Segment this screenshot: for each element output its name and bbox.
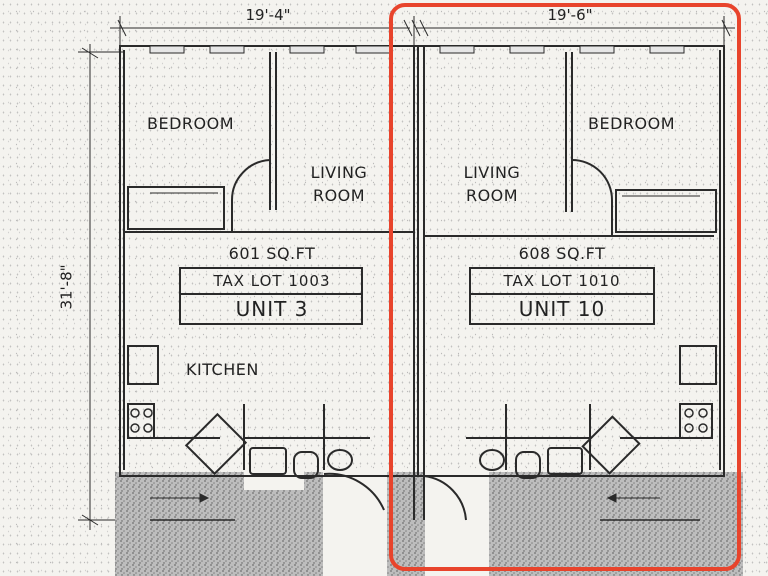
left-unit-number: UNIT 3	[235, 297, 309, 321]
right-area-label: 608 SQ.FT	[518, 244, 606, 263]
right-tax-lot-label: TAX LOT 1010	[503, 272, 621, 290]
right-width-dimension: 19'-6"	[547, 6, 593, 24]
left-area-label: 601 SQ.FT	[228, 244, 316, 263]
stove-burners	[130, 408, 708, 433]
stair-arrows	[150, 493, 700, 521]
top-dimension-lines	[110, 16, 735, 46]
windows	[149, 45, 685, 54]
right-unit-walls	[423, 52, 717, 521]
left-dimension-line	[78, 44, 124, 530]
right-living-label-line1: LIVING	[463, 163, 521, 182]
kitchen-label: KITCHEN	[186, 360, 259, 379]
unit-label-boxes	[179, 267, 655, 325]
left-width-dimension: 19'-4"	[245, 6, 291, 24]
left-tax-lot-label: TAX LOT 1003	[213, 272, 331, 290]
right-living-label-line2: ROOM	[465, 186, 519, 205]
right-bedroom-label: BEDROOM	[588, 114, 676, 133]
exterior-walls	[119, 45, 725, 520]
depth-dimension: 31'-8"	[57, 264, 76, 310]
left-living-label-line1: LIVING	[310, 163, 368, 182]
left-bedroom-label: BEDROOM	[147, 114, 235, 133]
right-unit-number: UNIT 10	[518, 297, 606, 321]
left-unit-walls	[124, 52, 414, 511]
left-living-label-line2: ROOM	[312, 186, 366, 205]
